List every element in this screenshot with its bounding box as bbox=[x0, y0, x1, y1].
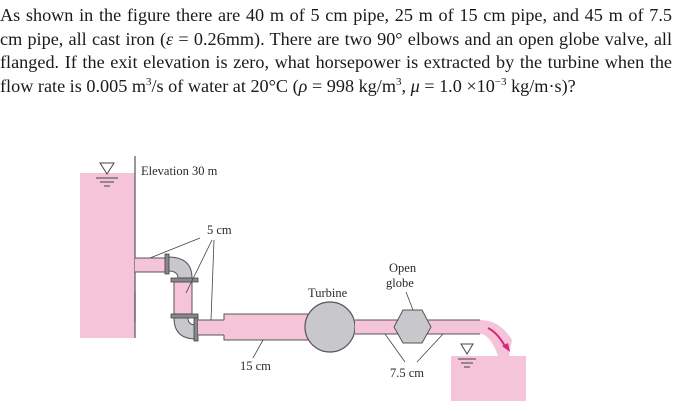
exit-jet bbox=[480, 320, 512, 356]
rho-symbol: ρ bbox=[298, 75, 308, 96]
turbine-icon bbox=[304, 301, 356, 353]
pipe-5cm-lower bbox=[198, 319, 224, 336]
problem-statement: As shown in the figure there are 40 m of… bbox=[0, 5, 672, 96]
elevation-label: Elevation 30 m bbox=[141, 164, 218, 178]
pipe-15cm-label: 15 cm bbox=[240, 359, 271, 373]
flow-arrow-icon bbox=[487, 327, 510, 352]
valve-label-line1: Open bbox=[389, 261, 417, 275]
valve-label-line2: globe bbox=[386, 276, 414, 290]
globe-valve-icon bbox=[393, 309, 432, 344]
exit-water-level-icon bbox=[458, 343, 476, 368]
pipe-15cm bbox=[223, 313, 314, 341]
turbine-label: Turbine bbox=[308, 286, 348, 300]
elbow-1 bbox=[164, 253, 199, 283]
epsilon-symbol: ε bbox=[166, 28, 174, 49]
leader-lines-5cm bbox=[149, 237, 215, 321]
mu-symbol: μ bbox=[410, 75, 420, 96]
pipe-5cm-label: 5 cm bbox=[207, 223, 232, 237]
pipe-7-5cm-label: 7.5 cm bbox=[390, 366, 424, 380]
elbow-2 bbox=[170, 313, 199, 342]
upper-reservoir bbox=[80, 156, 136, 338]
leader-lines-7-5cm bbox=[384, 333, 444, 363]
pipe-5cm bbox=[135, 257, 168, 273]
water-level-icon bbox=[96, 162, 118, 187]
